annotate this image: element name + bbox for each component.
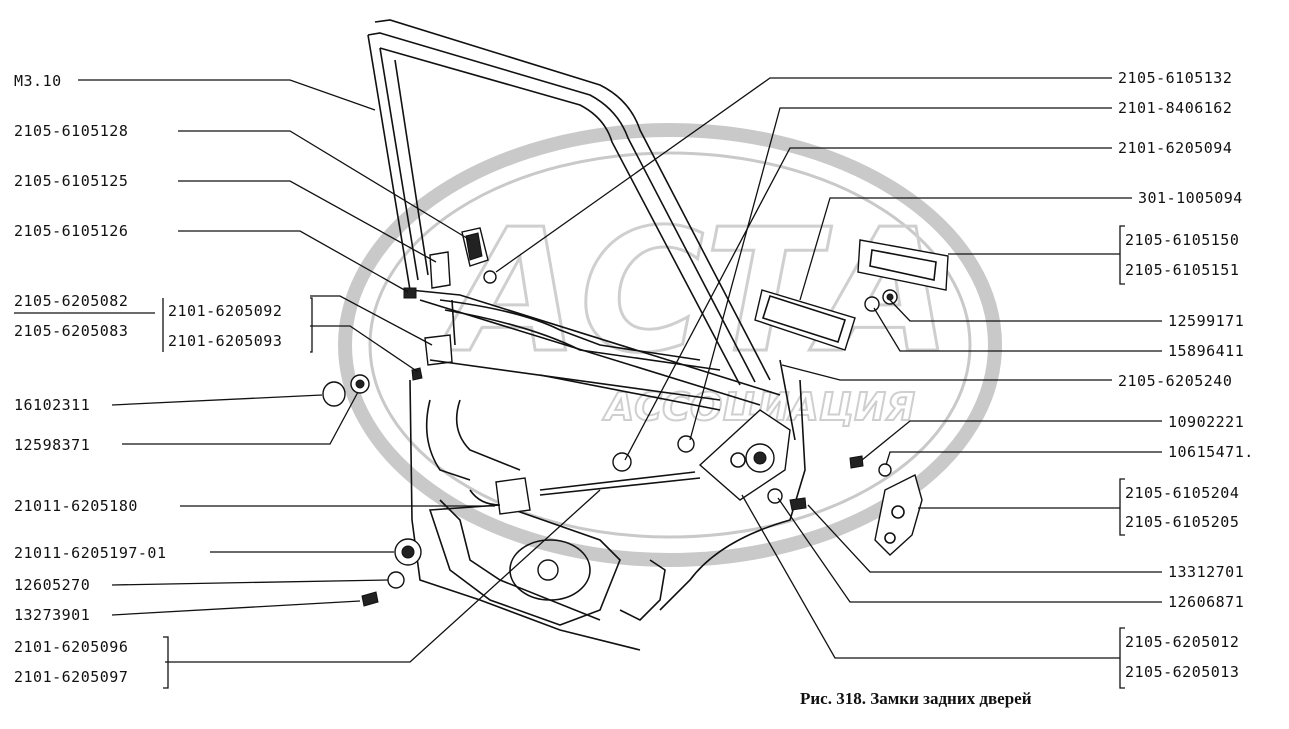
label-part: 2105-6105151 bbox=[1125, 261, 1239, 279]
window-glass bbox=[439, 299, 721, 371]
label-part: 2105-6205012 bbox=[1125, 633, 1239, 651]
label-part: 10615471. bbox=[1168, 443, 1254, 461]
label-part: 12598371 bbox=[14, 436, 90, 454]
label-part: 2101-6205094 bbox=[1118, 139, 1232, 157]
label-part: 2105-6105132 bbox=[1118, 69, 1232, 87]
labels-left: M3.10 2105-6105128 2105-6105125 2105-610… bbox=[14, 72, 282, 686]
label-part: 16102311 bbox=[14, 396, 90, 414]
door-frame bbox=[367, 19, 806, 651]
brackets-right bbox=[1119, 225, 1125, 689]
label-part: 2105-6205083 bbox=[14, 322, 128, 340]
label-part: 13273901 bbox=[14, 606, 90, 624]
label-part: 12606871 bbox=[1168, 593, 1244, 611]
brackets-left bbox=[14, 297, 313, 689]
watermark-text: АСТА bbox=[436, 193, 952, 391]
label-part: 2101-6205097 bbox=[14, 668, 128, 686]
lower-fasteners bbox=[361, 538, 422, 607]
label-part: 2105-6105204 bbox=[1125, 484, 1239, 502]
door-panel bbox=[428, 504, 666, 626]
striker-plate bbox=[874, 473, 923, 556]
label-part: 2105-6205013 bbox=[1125, 663, 1239, 681]
label-part: 12599171 bbox=[1168, 312, 1244, 330]
bushings-left bbox=[322, 374, 370, 407]
lock-button-assembly bbox=[403, 227, 721, 411]
label-part: 12605270 bbox=[14, 576, 90, 594]
labels-right: 2105-6105132 2101-8406162 2101-6205094 3… bbox=[1118, 69, 1254, 681]
leader-lines-right bbox=[495, 77, 1162, 659]
label-part: 2105-6205240 bbox=[1118, 372, 1232, 390]
label-part: 2105-6105128 bbox=[14, 122, 128, 140]
label-part: 10902221 bbox=[1168, 413, 1244, 431]
label-part: 2105-6105125 bbox=[14, 172, 128, 190]
label-part: 2105-6105126 bbox=[14, 222, 128, 240]
label-part: 21011-6205180 bbox=[14, 497, 138, 515]
interior-handle bbox=[469, 471, 701, 515]
label-part: 2101-6205093 bbox=[168, 332, 282, 350]
label-part: 15896411 bbox=[1168, 342, 1244, 360]
label-part: 2105-6105150 bbox=[1125, 231, 1239, 249]
label-part: 21011-6205197-01 bbox=[14, 544, 167, 562]
label-part: 2105-6205082 bbox=[14, 292, 128, 310]
label-part: 2105-6105205 bbox=[1125, 513, 1239, 531]
label-part: 2101-6205096 bbox=[14, 638, 128, 656]
exterior-handle bbox=[754, 239, 949, 351]
label-part: 301-1005094 bbox=[1138, 189, 1243, 207]
label-part: M3.10 bbox=[14, 72, 62, 90]
figure-caption: Рис. 318. Замки задних дверей bbox=[800, 689, 1032, 708]
label-part: 2101-6205092 bbox=[168, 302, 282, 320]
label-part: 2101-8406162 bbox=[1118, 99, 1232, 117]
label-part: 13312701 bbox=[1168, 563, 1244, 581]
leader-lines-left bbox=[78, 79, 601, 663]
